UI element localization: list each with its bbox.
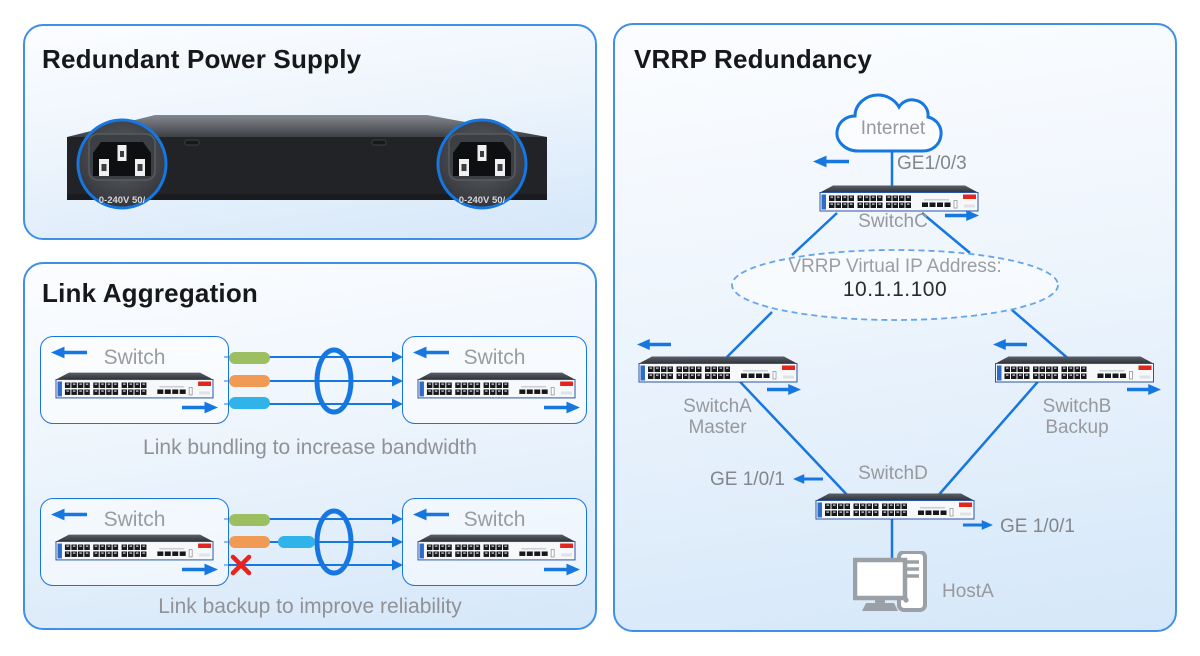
bundling-caption: Link bundling to increase bandwidth bbox=[143, 436, 477, 459]
switch-label: Switch bbox=[103, 346, 166, 369]
arrow-right-icon bbox=[1127, 383, 1161, 396]
panel-vrrp: VRRP Redundancy Internet GE1/0/3 SwitchC… bbox=[613, 23, 1177, 632]
lag-member-green bbox=[229, 352, 270, 364]
host-label: HostA bbox=[942, 581, 994, 602]
uplink-port-label: GE1/0/3 bbox=[897, 153, 967, 174]
lag-member-blue bbox=[229, 397, 270, 409]
vip-address-block: VRRP Virtual IP Address: 10.1.1.100 bbox=[725, 256, 1065, 302]
switch-label: Switch bbox=[463, 508, 526, 531]
topology-links bbox=[722, 150, 1072, 561]
arrow-right-icon bbox=[544, 401, 580, 414]
host-computer-icon bbox=[853, 551, 927, 612]
arrow-right-icon bbox=[767, 383, 801, 396]
switch-b-label: SwitchB Backup bbox=[1007, 396, 1147, 438]
switch-box-left-top: Switch bbox=[40, 336, 229, 424]
panel-title-power: Redundant Power Supply bbox=[42, 44, 362, 74]
vrrp-topology-connectors bbox=[722, 93, 1072, 561]
link-failure-cross-icon bbox=[230, 554, 252, 576]
arrow-right-icon bbox=[182, 401, 218, 414]
power-inlet-magnifier-right bbox=[436, 118, 528, 210]
switch-box-right-top: Switch bbox=[402, 336, 587, 424]
switch-device-image bbox=[417, 533, 576, 561]
bundle-arrowheads-top bbox=[392, 351, 403, 410]
switch-d-image bbox=[815, 492, 975, 520]
panel-link-aggregation: Link Aggregation Switch bbox=[23, 262, 597, 630]
aggregation-ring-top bbox=[314, 347, 354, 415]
power-inlet-magnifier-left bbox=[76, 118, 168, 210]
bundle-arrowheads-bottom bbox=[392, 513, 403, 571]
lag-member-orange bbox=[229, 536, 270, 548]
switch-device-image bbox=[55, 533, 214, 561]
switch-rear-image bbox=[67, 115, 547, 210]
switch-device-image bbox=[55, 371, 214, 399]
panel-title-aggregation: Link Aggregation bbox=[42, 278, 259, 308]
vip-address-value: 10.1.1.100 bbox=[842, 278, 948, 301]
switch-d-label: SwitchD bbox=[858, 463, 928, 484]
arrow-right-icon bbox=[182, 563, 218, 576]
arrow-left-icon bbox=[993, 338, 1027, 351]
switch-a-image bbox=[637, 355, 799, 383]
port-label-right: GE 1/0/1 bbox=[1000, 516, 1075, 537]
vip-ellipse bbox=[731, 249, 1059, 321]
switch-label: Switch bbox=[463, 346, 526, 369]
arrow-left-icon bbox=[793, 474, 823, 484]
arrow-left-icon bbox=[813, 155, 849, 168]
switch-label: Switch bbox=[103, 508, 166, 531]
port-label-left: GE 1/0/1 bbox=[710, 469, 785, 490]
internet-cloud-icon bbox=[835, 93, 943, 153]
switch-b-role: Backup bbox=[1045, 417, 1109, 438]
switch-box-left-bottom: Switch bbox=[40, 498, 229, 586]
lag-member-orange bbox=[229, 375, 270, 387]
arrow-right-icon bbox=[544, 563, 580, 576]
switch-b-image bbox=[992, 355, 1157, 383]
chassis-top bbox=[67, 115, 547, 137]
panel-redundant-power: Redundant Power Supply bbox=[23, 24, 597, 240]
switch-device-image bbox=[417, 371, 576, 399]
switch-a-label: SwitchA Master bbox=[645, 396, 790, 438]
switch-c-label: SwitchC bbox=[858, 211, 928, 232]
switch-a-name: SwitchA bbox=[683, 396, 752, 417]
switch-c-image bbox=[819, 184, 979, 212]
backup-caption: Link backup to improve reliability bbox=[158, 595, 462, 618]
aggregation-ring-bottom bbox=[314, 508, 354, 576]
lag-member-green bbox=[229, 514, 270, 526]
switch-a-role: Master bbox=[688, 417, 747, 438]
arrow-right-icon bbox=[945, 209, 979, 222]
arrow-right-icon bbox=[963, 520, 993, 530]
vip-address-caption: VRRP Virtual IP Address: bbox=[788, 256, 1002, 277]
switch-b-name: SwitchB bbox=[1042, 396, 1112, 417]
panel-title-vrrp: VRRP Redundancy bbox=[634, 44, 873, 74]
lag-member-blue-rerouted bbox=[278, 536, 315, 548]
arrow-left-icon bbox=[637, 338, 671, 351]
switch-box-right-bottom: Switch bbox=[402, 498, 587, 586]
internet-label: Internet bbox=[860, 118, 926, 139]
